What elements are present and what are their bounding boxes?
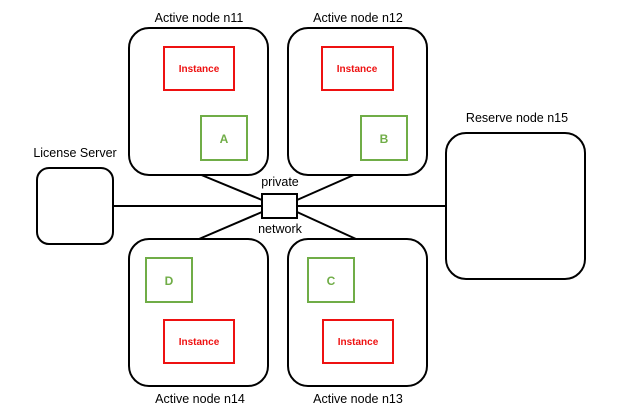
node-n13-instance-label: Instance [338, 337, 379, 348]
active-node-n12: Active node n12 Instance B [287, 11, 428, 176]
node-n14-instance-label: Instance [179, 337, 220, 348]
node-n12-slot-box [360, 115, 408, 161]
node-n12-instance-label: Instance [337, 64, 378, 75]
link-node-n12 [296, 173, 357, 201]
license-server-label: License Server [33, 146, 116, 160]
node-n14-slot-box [145, 257, 193, 303]
license-server-box [36, 167, 114, 245]
connection-lines [112, 173, 446, 240]
license-server: License Server [33, 146, 117, 245]
node-n15-label: Reserve node n15 [466, 111, 568, 125]
node-n13-instance-box [322, 319, 394, 364]
node-n12-instance-box [321, 46, 394, 91]
node-n14-instance-box [163, 319, 235, 364]
active-node-n11: Active node n11 Instance A [128, 11, 269, 176]
node-n13-slot-box [307, 257, 355, 303]
node-n11-label: Active node n11 [155, 11, 244, 25]
active-node-n14: D Instance Active node n14 [128, 238, 269, 406]
network-label-bottom: network [258, 222, 303, 236]
node-n13-slot-label: C [327, 274, 336, 288]
node-n11-instance-label: Instance [179, 64, 220, 75]
link-node-n14 [198, 211, 263, 240]
link-node-n13 [296, 211, 357, 240]
reserve-node-n15: Reserve node n15 [445, 111, 586, 280]
node-n11-instance-box [163, 46, 235, 91]
private-network-hub: private network [258, 175, 303, 236]
network-switch-box [261, 193, 298, 219]
network-label-top: private [261, 175, 299, 189]
link-node-n11 [198, 173, 263, 201]
node-n11-slot-box [200, 115, 248, 161]
node-n12-slot-label: B [380, 132, 389, 146]
node-n11-slot-label: A [220, 132, 229, 146]
node-n15-box [445, 132, 586, 280]
node-n14-label: Active node n14 [155, 392, 245, 406]
node-n12-label: Active node n12 [313, 11, 403, 25]
node-n14-slot-label: D [165, 274, 174, 288]
active-node-n13: C Instance Active node n13 [287, 238, 428, 406]
node-n13-label: Active node n13 [313, 392, 403, 406]
